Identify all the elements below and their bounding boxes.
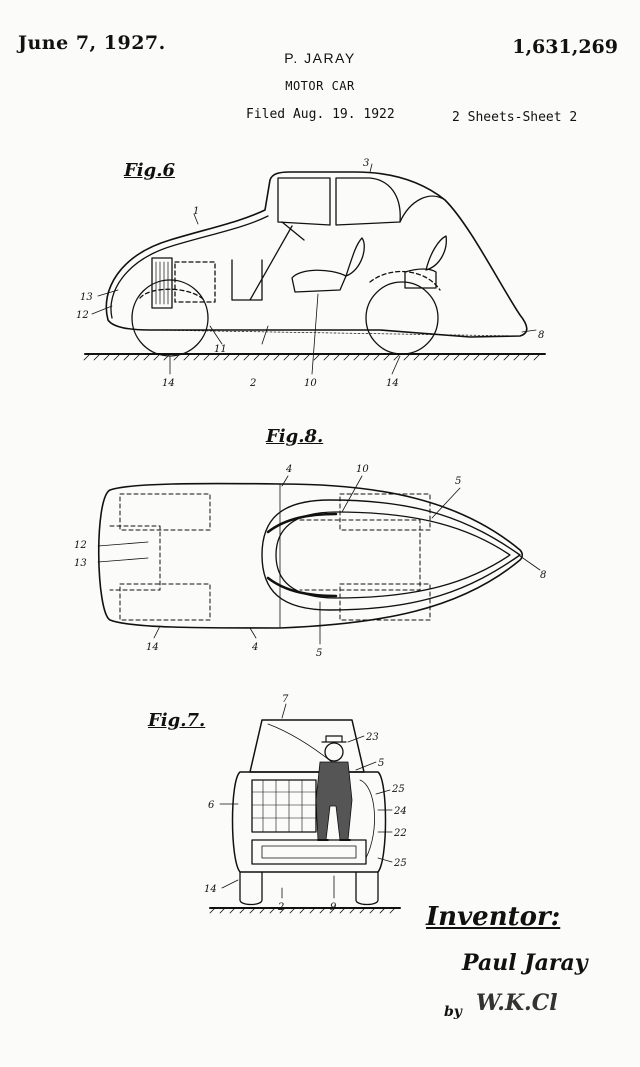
numeral-12: 12: [76, 310, 89, 321]
numeral-25: 25: [391, 784, 405, 795]
patent-title: MOTOR CAR: [285, 79, 355, 93]
inventor-label: Inventor:: [426, 902, 561, 932]
numeral-3: 3: [363, 158, 369, 169]
filing-date: Filed Aug. 19. 1922: [246, 107, 395, 122]
numeral-13: 13: [74, 558, 87, 569]
numeral-4: 4: [285, 464, 292, 475]
numeral-14: 14: [146, 642, 159, 653]
numeral-11: 11: [214, 344, 227, 355]
numeral-10: 10: [304, 378, 317, 389]
issue-date: June 7, 1927.: [18, 32, 166, 54]
numeral-22: 22: [393, 828, 407, 839]
numeral-23: 23: [365, 732, 379, 743]
numeral-8: 8: [538, 330, 544, 341]
numeral-2: 2: [277, 902, 284, 913]
numeral-14b: 14: [386, 378, 399, 389]
numeral-25b: 25: [393, 858, 407, 869]
numeral-4b: 4: [251, 642, 258, 653]
numeral-12: 12: [74, 540, 87, 551]
numeral-5: 5: [378, 758, 384, 769]
fig6-label: Fig.6: [124, 160, 175, 181]
numeral-7: 7: [282, 694, 289, 705]
attorney-signature: W.K.Cl: [476, 990, 558, 1016]
numeral-13: 13: [80, 292, 93, 303]
inventor-heading: P. JARAY: [284, 50, 356, 66]
numeral-10: 10: [356, 464, 369, 475]
sheet-count: 2 Sheets-Sheet 2: [452, 110, 578, 125]
numeral-9: 9: [330, 902, 337, 913]
fig8-label: Fig.8.: [266, 426, 324, 447]
patent-number: 1,631,269: [512, 36, 618, 58]
numeral-5: 5: [455, 476, 461, 487]
numeral-6: 6: [208, 800, 215, 811]
inventor-signature: Paul Jaray: [462, 950, 588, 976]
by-label: by: [444, 1004, 462, 1020]
numeral-2: 2: [249, 378, 256, 389]
numeral-24: 24: [393, 806, 407, 817]
numeral-8: 8: [540, 570, 546, 581]
fig7-label: Fig.7.: [148, 710, 206, 731]
fig8-plan-view: 4 10 5 12 13 8 14 4 5: [74, 464, 546, 659]
fig7-front-view: 7 23 5 25 6 24 22 25 14 2 9: [204, 694, 407, 914]
numeral-14: 14: [204, 884, 217, 895]
numeral-14: 14: [162, 378, 175, 389]
fig6-side-view: 3 1 13 12 11 2 10 14 14 8: [76, 158, 546, 389]
numeral-1: 1: [193, 206, 199, 217]
numeral-5b: 5: [316, 648, 322, 659]
